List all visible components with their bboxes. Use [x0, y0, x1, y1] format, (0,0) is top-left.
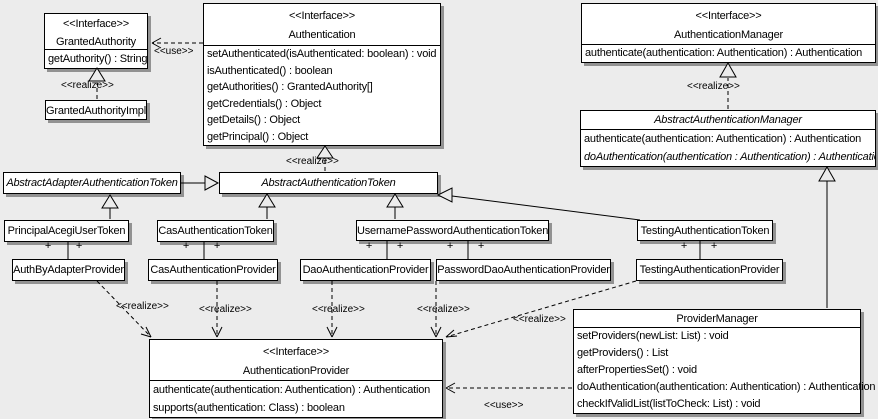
class-name: CasAuthenticationToken: [158, 225, 273, 237]
method: getAuthority() : String: [48, 53, 147, 65]
class-dao-authentication-provider: DaoAuthenticationProvider: [300, 259, 431, 281]
class-name: TestingAuthenticationProvider: [639, 264, 780, 276]
method: setAuthenticated(isAuthenticated: boolea…: [207, 48, 437, 60]
class-abstract-authentication-token: AbstractAuthenticationToken: [219, 172, 438, 194]
realize-label: <<realize>>: [286, 156, 339, 167]
use-label: <<use>>: [484, 400, 524, 411]
stereotype: <<Interface>>: [263, 346, 329, 358]
stereotype: <<Interface>>: [63, 18, 129, 30]
method: isAuthenticated() : boolean: [207, 64, 333, 77]
class-name: Authentication: [288, 29, 356, 41]
realize-label: <<realize>>: [687, 81, 740, 92]
realize-label: <<realize>>: [116, 301, 169, 312]
class-testing-authentication-token: TestingAuthenticationToken: [637, 220, 773, 241]
class-name: AuthenticationProvider: [242, 365, 350, 377]
class-authentication-provider: <<Interface>> AuthenticationProvider aut…: [149, 339, 443, 418]
multiplicity-plus: +: [213, 240, 221, 252]
multiplicity-plus: +: [365, 240, 373, 252]
multiplicity-plus: +: [446, 240, 454, 252]
class-cas-authentication-provider: CasAuthenticationProvider: [148, 259, 278, 281]
class-authentication-manager: <<Interface>> AuthenticationManager auth…: [581, 3, 876, 63]
class-provider-manager: ProviderManager setProviders(newList: Li…: [573, 309, 876, 414]
method: getProviders() : List: [577, 347, 669, 359]
method: authenticate(authentication: Authenticat…: [153, 384, 431, 396]
method: authenticate(authentication: Authenticat…: [585, 47, 863, 59]
realize-label: <<realize>>: [513, 314, 566, 325]
generalization-cas-token: [258, 193, 276, 219]
class-abstract-adapter-authentication-token: AbstractAdapterAuthenticationToken: [3, 172, 181, 194]
method: getAuthorities() : GrantedAuthority[]: [207, 81, 373, 93]
class-name: AuthByAdapterProvider: [13, 264, 124, 276]
multiplicity-plus: +: [477, 240, 485, 252]
class-name: AbstractAuthenticationManager: [654, 114, 802, 126]
realize-label: <<realize>>: [199, 304, 252, 315]
class-authentication: <<Interface>> Authentication setAuthenti…: [203, 3, 441, 146]
class-principal-acegi-user-token: PrincipalAcegiUserToken: [4, 220, 129, 242]
class-name: UsernamePasswordAuthenticationToken: [357, 225, 548, 237]
multiplicity-plus: +: [710, 240, 718, 252]
class-name: DaoAuthenticationProvider: [302, 264, 429, 276]
class-name: GrantedAuthority: [56, 36, 136, 48]
method: getDetails() : Object: [207, 114, 301, 126]
class-abstract-authentication-manager: AbstractAuthenticationManager authentica…: [580, 110, 876, 167]
generalization-adapter-token-to-abstract-token: [181, 175, 220, 191]
realize-label: <<realize>>: [417, 304, 470, 315]
method: setProviders(newList: List) : void: [577, 330, 729, 342]
multiplicity-plus: +: [396, 240, 404, 252]
generalization-username-password-token: [386, 193, 404, 219]
generalization-provider-manager: [818, 165, 836, 308]
realize-label: <<realize>>: [312, 304, 365, 315]
multiplicity-plus: +: [44, 240, 52, 252]
generalization-testing-token: [436, 187, 641, 221]
method: getCredentials() : Object: [207, 97, 322, 110]
class-name: AbstractAuthenticationToken: [261, 177, 396, 189]
multiplicity-plus: +: [75, 240, 83, 252]
generalization-principal-token: [101, 194, 119, 219]
multiplicity-plus: +: [182, 240, 190, 252]
class-testing-authentication-provider: TestingAuthenticationProvider: [636, 259, 783, 281]
method: checkIfValidList(listToCheck: List) : vo…: [577, 398, 761, 410]
method: getPrincipal() : Object: [207, 130, 309, 143]
realize-label: <<realize>>: [61, 80, 114, 91]
method: afterPropertiesSet() : void: [577, 364, 697, 376]
class-granted-authority: <<Interface>> GrantedAuthority getAuthor…: [44, 13, 148, 69]
association-lines: [67, 241, 701, 259]
class-name: PasswordDaoAuthenticationProvider: [437, 264, 610, 276]
stereotype: <<Interface>>: [695, 10, 762, 22]
method: doAuthentication(authentication: Authent…: [577, 381, 876, 393]
stereotype: <<Interface>>: [289, 10, 355, 22]
method: authenticate(authentication: Authenticat…: [584, 133, 862, 145]
class-cas-authentication-token: CasAuthenticationToken: [157, 220, 274, 242]
class-name: GrantedAuthorityImpl: [46, 105, 146, 117]
use-label: <<use>>: [154, 46, 194, 57]
class-username-password-authentication-token: UsernamePasswordAuthenticationToken: [356, 220, 549, 241]
class-name: AbstractAdapterAuthenticationToken: [6, 177, 178, 189]
class-name: CasAuthenticationProvider: [150, 264, 276, 276]
class-granted-authority-impl: GrantedAuthorityImpl: [45, 100, 147, 120]
class-name: AuthenticationManager: [674, 29, 783, 41]
use-provider-manager-to-authentication-provider: [445, 382, 572, 394]
class-auth-by-adapter-provider: AuthByAdapterProvider: [12, 259, 125, 281]
class-password-dao-authentication-provider: PasswordDaoAuthenticationProvider: [436, 259, 611, 281]
class-name: PrincipalAcegiUserToken: [7, 225, 126, 237]
method: doAuthentication(authentication : Authen…: [584, 151, 875, 163]
class-name: ProviderManager: [676, 313, 758, 325]
method: supports(authentication: Class) : boolea…: [153, 402, 345, 414]
class-name: TestingAuthenticationToken: [640, 225, 770, 237]
multiplicity-plus: +: [680, 240, 688, 252]
